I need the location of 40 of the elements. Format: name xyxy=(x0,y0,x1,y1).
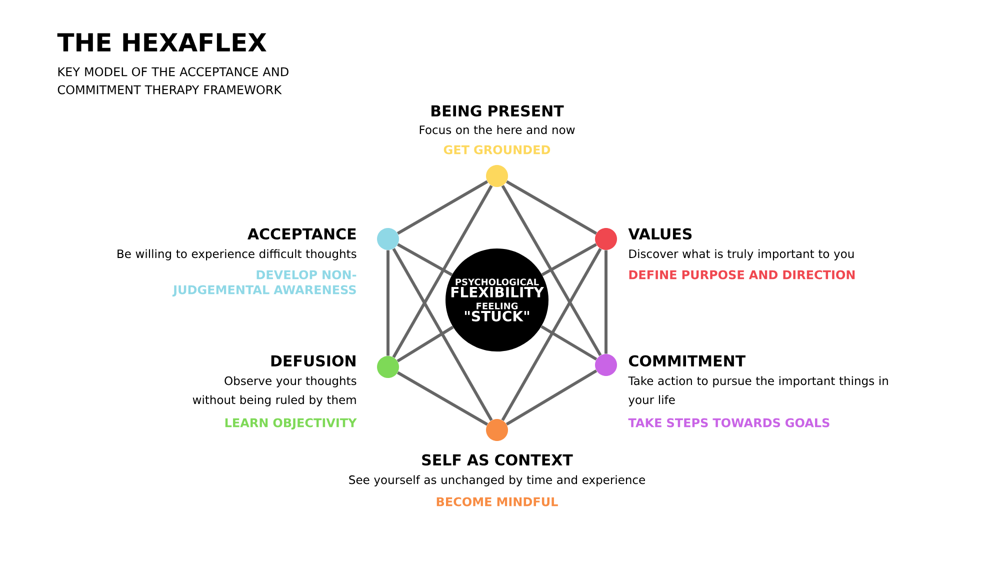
heading: SELF AS CONTEXT xyxy=(422,454,573,466)
description: See yourself as unchanged by time and experience xyxy=(349,475,645,486)
subtitle: KEY MODEL OF THE ACCEPTANCE AND COMMITMENT THERAPY FRAMEWORK xyxy=(58,67,288,94)
tagline: DEFINE PURPOSE AND DIRECTION xyxy=(629,270,855,280)
connector-line xyxy=(392,248,493,422)
description: Observe your thoughts without being ruled by them xyxy=(192,376,356,406)
connector-line xyxy=(392,184,493,358)
heading: BEING PRESENT xyxy=(432,105,564,117)
connector-line xyxy=(506,369,598,426)
dot xyxy=(377,228,399,250)
connector-line xyxy=(396,326,454,362)
heading: ACCEPTANCE xyxy=(248,228,356,240)
connector-line xyxy=(396,180,488,235)
heading: VALUES xyxy=(628,228,692,240)
title: THE HEXAFLEX xyxy=(57,33,266,52)
connector-line xyxy=(540,325,598,361)
description: Discover what is truly important to you xyxy=(629,249,854,260)
description: Take action to pursue the important things in your life xyxy=(628,376,888,406)
description: Focus on the here and now xyxy=(420,125,575,134)
heading: COMMITMENT xyxy=(628,355,746,367)
connector-line xyxy=(541,243,597,276)
dot xyxy=(595,354,617,376)
tagline: LEARN OBJECTIVITY xyxy=(225,418,357,430)
description: Be willing to experience difficult thoughts xyxy=(118,249,356,260)
dot xyxy=(377,356,399,378)
connector-line xyxy=(604,250,608,354)
connector-line xyxy=(396,371,488,426)
dot xyxy=(595,228,617,250)
dot xyxy=(486,419,508,441)
tagline: DEVELOP NON-JUDGEMENTAL AWARENESS xyxy=(172,270,356,296)
dot xyxy=(486,165,508,187)
connector-line xyxy=(386,250,390,356)
tagline: GET GROUNDED xyxy=(444,145,550,154)
tagline: BECOME MINDFUL xyxy=(436,497,558,506)
tagline: TAKE STEPS TOWARDS GOALS xyxy=(628,418,830,428)
connector-line xyxy=(506,180,598,235)
connector-line xyxy=(397,243,453,276)
connector-line xyxy=(501,248,602,422)
connector-line xyxy=(501,184,602,356)
heading: DEFUSION xyxy=(271,355,356,367)
